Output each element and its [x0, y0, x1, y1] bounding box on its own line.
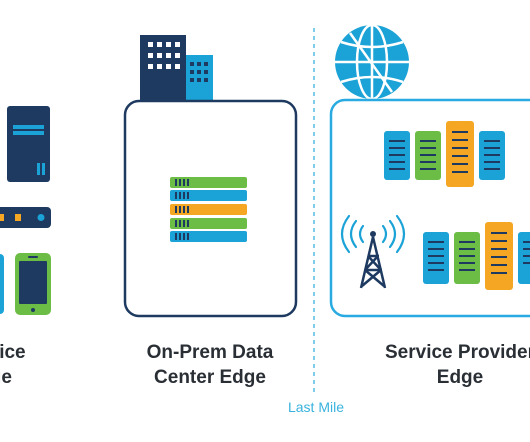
server-rack-icon: [170, 177, 247, 242]
device-edge-label-line2: dge: [0, 367, 12, 388]
device-edge-label: Device dge: [0, 340, 80, 390]
last-mile-label: Last Mile: [287, 399, 345, 415]
onprem-edge-label: On-Prem Data Center Edge: [125, 340, 295, 390]
server-group-bottom-icon: [423, 222, 530, 290]
service-provider-edge-label-line1: Service Provider: [385, 342, 530, 363]
office-building-icon: [140, 35, 213, 101]
router-icon: [0, 207, 51, 228]
server-group-top-icon: [384, 121, 505, 187]
device-edge-group: [0, 106, 51, 315]
desktop-tower-icon: [7, 106, 50, 182]
globe-icon: [335, 23, 409, 101]
onprem-frame: [123, 99, 298, 318]
device-edge-label-line1: Device: [0, 342, 26, 363]
onprem-edge-label-line1: On-Prem Data: [146, 342, 274, 363]
service-provider-edge-label: Service Provider Edge: [355, 340, 530, 390]
cell-tower-icon: [340, 214, 406, 289]
smartphone-icon: [15, 253, 51, 315]
onprem-edge-label-line2: Center Edge: [154, 367, 266, 388]
onprem-edge-group: [123, 35, 298, 318]
service-provider-frame: [329, 98, 530, 318]
service-provider-edge-group: [329, 23, 530, 318]
tablet-icon: [0, 254, 4, 314]
service-provider-edge-label-line2: Edge: [436, 367, 484, 388]
